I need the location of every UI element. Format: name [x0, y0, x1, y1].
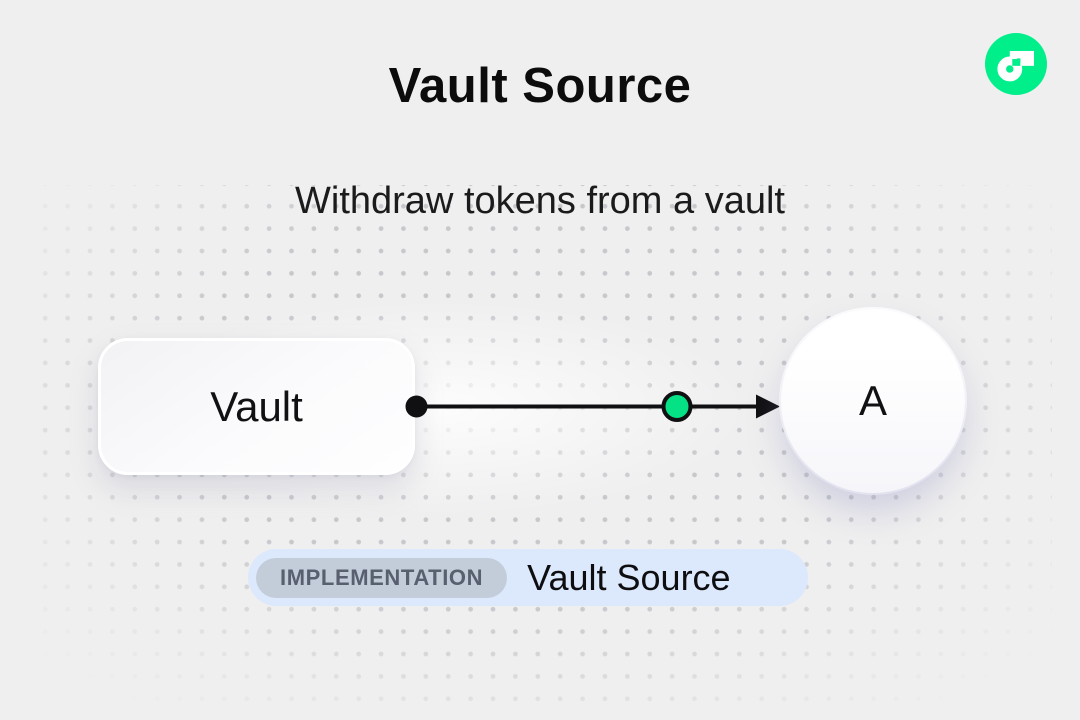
edge-token-marker	[661, 391, 693, 422]
edge-arrow	[405, 391, 780, 422]
flow-logo-icon	[985, 33, 1047, 95]
page-subtitle: Withdraw tokens from a vault	[295, 180, 785, 222]
diagram-node-a: A	[781, 309, 965, 493]
a-node-label: A	[858, 377, 887, 424]
vault-node-label: Vault	[210, 382, 303, 430]
diagram-node-vault: Vault	[98, 338, 415, 475]
edge-start-dot	[405, 395, 428, 418]
page-title: Vault Source	[388, 59, 692, 113]
implementation-tag-pill: IMPLEMENTATION	[256, 557, 508, 598]
implementation-label: Vault Source	[527, 556, 731, 598]
implementation-badge: IMPLEMENTATION Vault Source	[248, 549, 808, 606]
edge-arrowhead-icon	[756, 394, 780, 419]
